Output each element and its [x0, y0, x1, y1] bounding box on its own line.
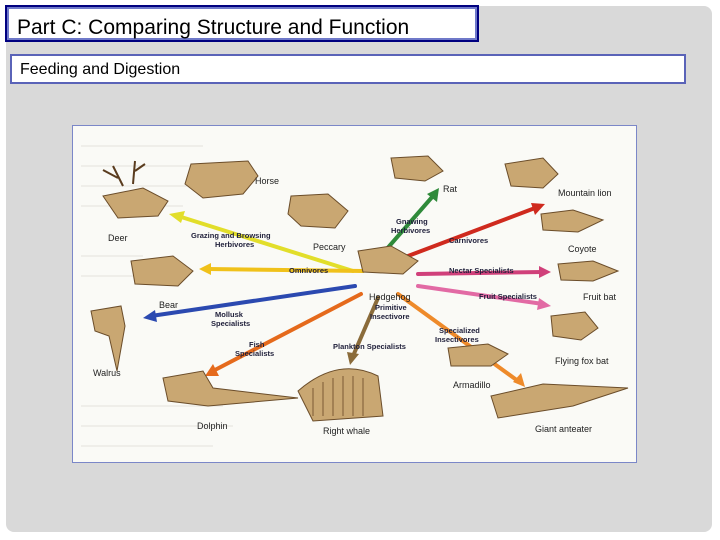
feeding-diagram-figure: Horse Deer Peccary Rat Mountain lion Coy… — [72, 125, 637, 463]
label-fruit-bat: Fruit bat — [583, 292, 617, 302]
label-fruit: Fruit Specialists — [479, 292, 537, 301]
label-omnivores: Omnivores — [289, 266, 328, 275]
slide-title: Part C: Comparing Structure and Function — [17, 16, 410, 39]
fish-arrow — [211, 292, 363, 373]
rat-skull — [390, 155, 444, 182]
label-hedgehog: Hedgehog — [369, 292, 411, 302]
arrowheads — [143, 188, 551, 387]
label-mountain-lion: Mountain lion — [558, 188, 612, 198]
label-walrus: Walrus — [93, 368, 121, 378]
label-grazing-1: Grazing and Browsing — [191, 231, 271, 240]
label-deer: Deer — [108, 233, 128, 243]
label-flying-fox-bat: Flying fox bat — [555, 356, 609, 366]
subtitle-box: Feeding and Digestion — [10, 54, 686, 84]
label-mollusk-1: Mollusk — [215, 310, 244, 319]
label-giant-anteater: Giant anteater — [535, 424, 592, 434]
peccary-skull — [287, 193, 349, 229]
grazing-arrow — [176, 214, 355, 273]
slide-subtitle: Feeding and Digestion — [20, 61, 181, 78]
label-coyote: Coyote — [568, 244, 597, 254]
bear-skull — [130, 255, 194, 287]
walrus-skull — [90, 305, 126, 372]
label-bear: Bear — [159, 300, 178, 310]
armadillo-skull — [447, 343, 509, 367]
plankton-arrow — [351, 296, 380, 358]
label-mollusk-2: Specialists — [211, 319, 250, 328]
label-plankton: Plankton Specialists — [333, 342, 406, 351]
coyote-skull — [540, 209, 605, 233]
label-rat: Rat — [443, 184, 458, 194]
label-armadillo: Armadillo — [453, 380, 491, 390]
label-horse: Horse — [255, 176, 279, 186]
label-gnawing-1: Gnawing — [396, 217, 428, 226]
label-insectivores-1: Specialized — [439, 326, 480, 335]
omnivores-arrow — [206, 267, 365, 273]
label-insectivore: Insectivore — [370, 312, 410, 321]
fruit-bat-skull — [557, 260, 620, 282]
label-primitive: Primitive — [375, 303, 407, 312]
label-peccary: Peccary — [313, 242, 346, 252]
title-box: Part C: Comparing Structure and Function — [5, 5, 479, 42]
label-grazing-2: Herbivores — [215, 240, 254, 249]
label-gnawing-2: Herbivores — [391, 226, 430, 235]
label-fish-1: Fish — [249, 340, 265, 349]
gnawing-arrow — [383, 194, 435, 253]
label-right-whale: Right whale — [323, 426, 370, 436]
label-insectivores-2: Insectivores — [435, 335, 479, 344]
carnivores-arrow — [406, 206, 537, 258]
hedgehog-skull — [357, 245, 419, 275]
label-nectar: Nectar Specialists — [449, 266, 514, 275]
dolphin-skull — [162, 370, 299, 407]
label-dolphin: Dolphin — [197, 421, 228, 431]
giant-anteater-skull — [490, 383, 629, 419]
label-fish-2: Specialists — [235, 349, 274, 358]
background-texture — [81, 145, 233, 447]
horse-skull — [184, 160, 259, 199]
mountain-lion-skull — [504, 157, 559, 189]
deer-skull — [102, 160, 169, 219]
mollusk-arrow — [149, 284, 357, 318]
fruit-arrow — [416, 284, 545, 306]
insectivores-arrow — [396, 292, 520, 383]
right-whale-skull — [297, 368, 384, 422]
label-carnivores: Carnivores — [449, 236, 488, 245]
flying-fox-bat-skull — [550, 311, 599, 341]
nectar-arrow — [416, 270, 545, 276]
feeding-diagram: Horse Deer Peccary Rat Mountain lion Coy… — [81, 145, 629, 447]
